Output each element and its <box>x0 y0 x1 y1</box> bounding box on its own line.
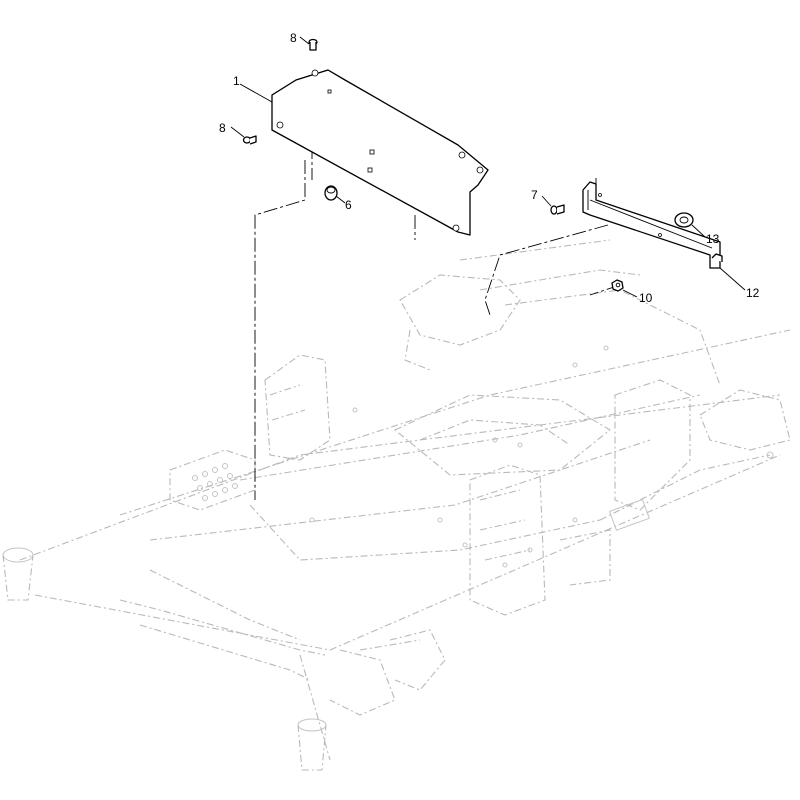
panel-slot-2 <box>367 167 373 173</box>
panel-outline <box>271 69 489 236</box>
frame-deck-plate <box>393 394 611 476</box>
leader-1 <box>239 83 273 103</box>
callout-10: 10 <box>639 291 653 305</box>
frame-left-upright <box>264 354 331 461</box>
frame-floor-edge <box>249 504 601 561</box>
frame-top-mount-leg <box>404 329 431 371</box>
bracket-tab <box>587 178 597 210</box>
frame-tube-front <box>297 718 327 732</box>
frame-crossmember-1 <box>149 439 651 541</box>
callout-8-top: 8 <box>290 31 297 45</box>
frame-right-upright <box>469 464 546 616</box>
part-1-panel <box>271 69 489 236</box>
bracket-hole-2 <box>658 233 662 237</box>
leader-12 <box>719 267 746 291</box>
leader-lines <box>230 36 746 298</box>
callout-7: 7 <box>531 188 538 202</box>
panel-top-edge <box>271 69 346 96</box>
callout-8-side: 8 <box>219 121 226 135</box>
frame-right-upright-detail <box>479 489 531 561</box>
leader-8-side <box>230 126 245 138</box>
bracket-fold <box>589 199 713 249</box>
callout-1: 1 <box>233 74 240 88</box>
panel-slot-1 <box>369 149 375 155</box>
frame-tube-front-body <box>297 724 327 771</box>
panel-slot-3 <box>327 89 332 94</box>
frame-caster-mount <box>329 649 396 716</box>
part-8-bolt-side <box>242 135 257 145</box>
part-7-bolt <box>550 204 565 215</box>
bracket-hole-1 <box>598 193 602 197</box>
panel-hole-2 <box>311 69 319 77</box>
frame-right-side-plate <box>614 379 691 511</box>
bracket-end-tab <box>711 253 723 262</box>
frame-rail-front <box>34 454 781 651</box>
panel-hole-1 <box>276 121 284 129</box>
frame-holes <box>309 345 774 568</box>
part-8-bolt-top <box>308 38 318 51</box>
frame-deck-inner <box>419 419 571 446</box>
frame-rail-rear <box>19 394 781 561</box>
part-6-grommet <box>324 185 338 201</box>
frame-caster-mount-2 <box>389 629 446 691</box>
callout-13: 13 <box>706 232 720 246</box>
frame-crossmember-2 <box>239 394 701 481</box>
panel-hole-5 <box>452 224 460 232</box>
warning-decal <box>608 498 650 531</box>
part-10-nut <box>611 279 624 292</box>
frame-tube-left-body <box>2 554 34 601</box>
panel-hole-4 <box>476 166 484 174</box>
frame-foot-plate <box>169 449 256 511</box>
bracket-outline <box>582 181 721 269</box>
callout-6: 6 <box>345 198 352 212</box>
leader-6 <box>335 195 346 204</box>
leader-13 <box>691 224 706 238</box>
frame-left-upright-detail <box>269 384 306 421</box>
frame-long-rail-a <box>119 599 326 656</box>
alignment-line-panel-left <box>254 160 306 500</box>
foot-plate-holes <box>192 463 238 501</box>
frame-leg-front <box>299 639 421 761</box>
frame-top-line-2 <box>479 269 641 291</box>
frame-lower-block <box>559 529 611 586</box>
frame-rear-bracket <box>699 389 791 451</box>
frame-top-line-3 <box>504 289 721 386</box>
frame-top-line <box>459 239 611 261</box>
part-12-bracket <box>582 178 723 269</box>
frame-lower-rail <box>599 454 771 521</box>
panel-hole-3 <box>458 151 466 159</box>
frame-ghost <box>2 239 791 771</box>
frame-long-rail-b <box>139 624 311 681</box>
callout-12: 12 <box>746 286 760 300</box>
callout-labels: 8 1 8 6 7 13 12 10 <box>219 31 760 305</box>
grommet-top <box>326 186 336 194</box>
leader-10 <box>622 289 638 298</box>
part-13-washer <box>674 212 694 228</box>
frame-top-mount <box>399 274 521 346</box>
leader-7 <box>541 195 552 207</box>
frame-long-rail-c <box>149 569 301 641</box>
frame-tube-left <box>2 547 34 563</box>
alignment-line-bracket <box>484 224 609 316</box>
leader-8-top <box>299 36 310 45</box>
